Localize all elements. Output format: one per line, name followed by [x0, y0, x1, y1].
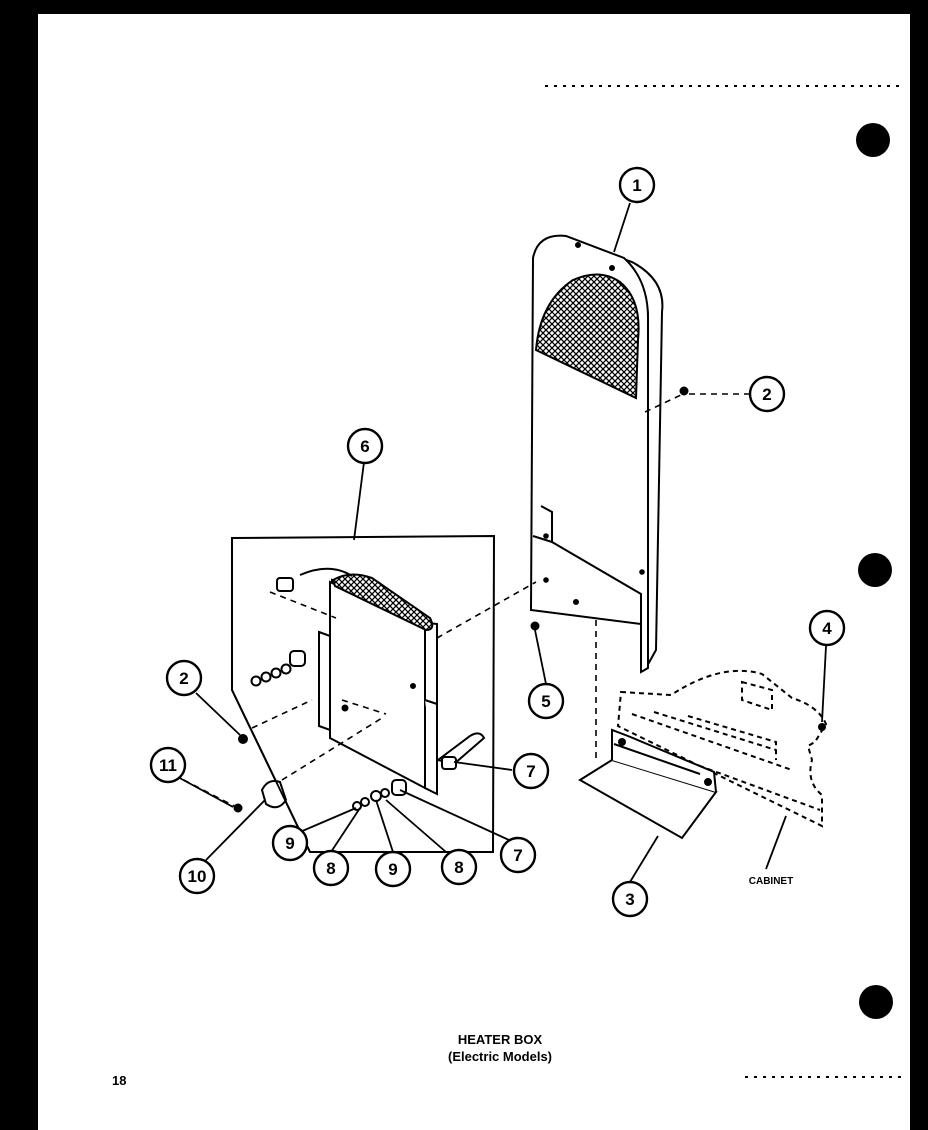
callout-10: 10 [178, 857, 216, 895]
lower-bracket [578, 728, 718, 840]
callout-7-upper: 7 [512, 752, 550, 790]
fastener-4 [818, 723, 826, 731]
binder-hole-bottom [859, 985, 893, 1019]
heater-assembly-outline [231, 534, 496, 853]
callout-8-left: 8 [312, 849, 350, 887]
callout-2-left-label: 2 [179, 669, 188, 688]
paper-sheet [38, 14, 910, 1130]
callout-3-label: 3 [625, 890, 634, 909]
callout-3: 3 [611, 880, 649, 918]
callout-8-left-label: 8 [326, 859, 335, 878]
page-number: 18 [112, 1073, 126, 1088]
diagram-title: HEATER BOX [458, 1032, 543, 1047]
callout-2-right: 2 [748, 375, 786, 413]
callout-7-upper-label: 7 [526, 762, 535, 781]
callout-6-label: 6 [360, 437, 369, 456]
callout-10-label: 10 [188, 867, 207, 886]
callout-7-lower: 7 [499, 836, 537, 874]
callout-2-right-label: 2 [762, 385, 771, 404]
callout-9-right-label: 9 [388, 860, 397, 879]
scan-artifacts [545, 85, 905, 1078]
callout-1-label: 1 [632, 176, 641, 195]
alignment-lines [175, 393, 750, 809]
cabinet-label: CABINET [749, 876, 793, 887]
callout-6: 6 [346, 427, 384, 465]
callout-1: 1 [618, 166, 656, 204]
callout-8-right: 8 [440, 848, 478, 886]
diagram-subtitle: (Electric Models) [448, 1049, 552, 1064]
heater-element-assembly [233, 386, 689, 813]
grille-mesh [534, 273, 640, 400]
callout-11-label: 11 [159, 756, 177, 775]
callout-4-label: 4 [822, 619, 832, 638]
callout-2-left: 2 [165, 659, 203, 697]
callout-5-label: 5 [541, 692, 550, 711]
binder-hole-middle [858, 553, 892, 587]
callout-5: 5 [527, 682, 565, 720]
callout-11: 11 [149, 746, 187, 784]
callout-9-left: 9 [271, 824, 309, 862]
binder-hole-top [856, 123, 890, 157]
callout-9-right: 9 [374, 850, 412, 888]
callout-9-left-label: 9 [285, 834, 294, 853]
callout-4: 4 [808, 609, 846, 647]
callout-leaders [175, 202, 827, 883]
callout-7-lower-label: 7 [513, 846, 522, 865]
heater-box-panel [529, 234, 664, 674]
callout-8-right-label: 8 [454, 858, 463, 877]
